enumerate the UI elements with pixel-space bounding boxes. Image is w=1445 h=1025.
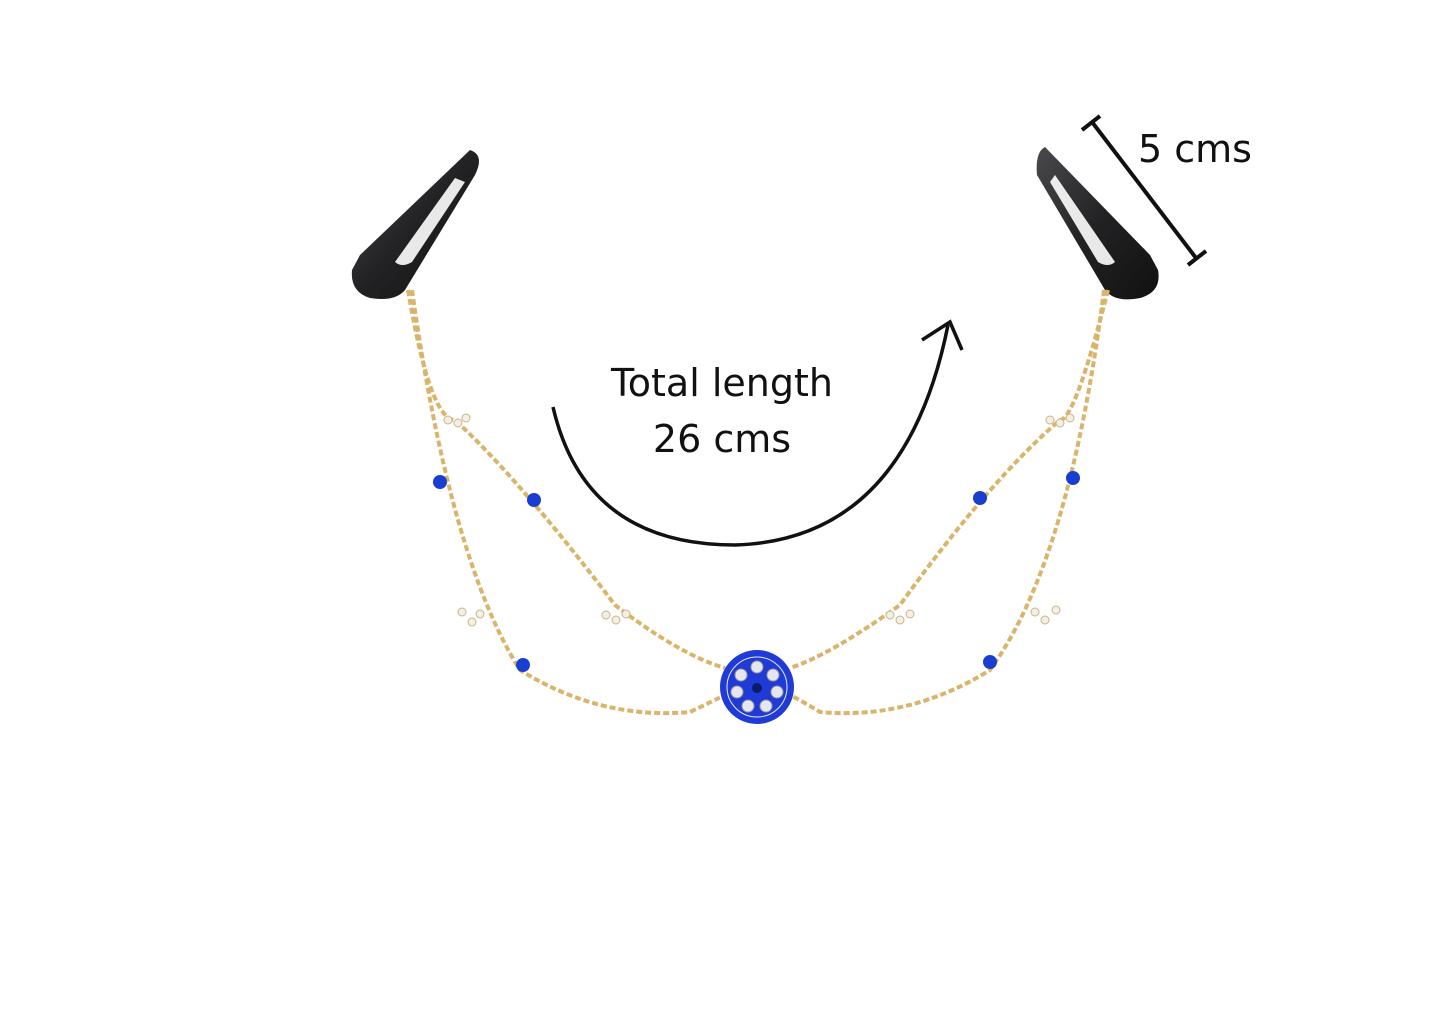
blue-beads (433, 471, 1080, 672)
clip-length-label: 5 cms (1138, 127, 1252, 171)
chains (406, 289, 1110, 716)
total-length-label-line1: Total length (610, 361, 833, 405)
total-length-label-line2: 26 cms (653, 417, 791, 461)
left-hair-clip (351, 150, 479, 299)
pearl-drops (443, 413, 1075, 627)
dimension-line-icon (1080, 114, 1208, 267)
center-medallion (720, 650, 794, 724)
curved-arrow-icon (551, 319, 964, 547)
right-hair-clip (1036, 147, 1159, 300)
